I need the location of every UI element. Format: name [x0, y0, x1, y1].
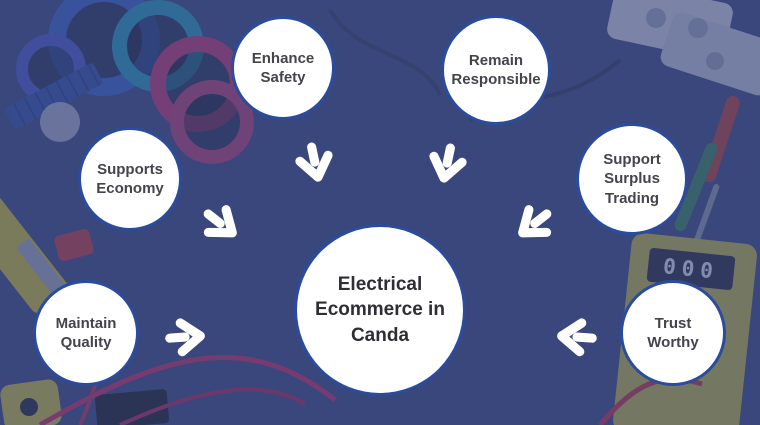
node-maintain-quality: Maintain Quality — [33, 280, 139, 386]
node-support-surplus-trading: Support Surplus Trading — [576, 123, 688, 235]
arrow-maintain-quality-icon — [161, 312, 210, 361]
node-enhance-safety: Enhance Safety — [231, 16, 335, 120]
arrow-remain-responsible-icon — [420, 137, 475, 192]
node-trust-worthy: Trust Worthy — [620, 280, 726, 386]
node-label: Supports Economy — [96, 160, 164, 198]
node-label: Enhance Safety — [251, 49, 315, 87]
node-label: Maintain Quality — [55, 314, 117, 352]
node-remain-responsible: Remain Responsible — [441, 15, 551, 125]
arrow-enhance-safety-icon — [288, 136, 343, 191]
center-label: Electrical Ecommerce in Canda — [315, 273, 445, 346]
node-label: Support Surplus Trading — [603, 150, 661, 207]
node-label: Trust Worthy — [647, 314, 699, 352]
arrow-support-surplus-icon — [502, 192, 567, 257]
arrow-trust-worthy-icon — [551, 312, 600, 361]
arrow-supports-economy-icon — [189, 192, 254, 257]
center-node: Electrical Ecommerce in Canda — [294, 224, 466, 396]
node-supports-economy: Supports Economy — [78, 127, 182, 231]
node-label: Remain Responsible — [451, 51, 541, 89]
